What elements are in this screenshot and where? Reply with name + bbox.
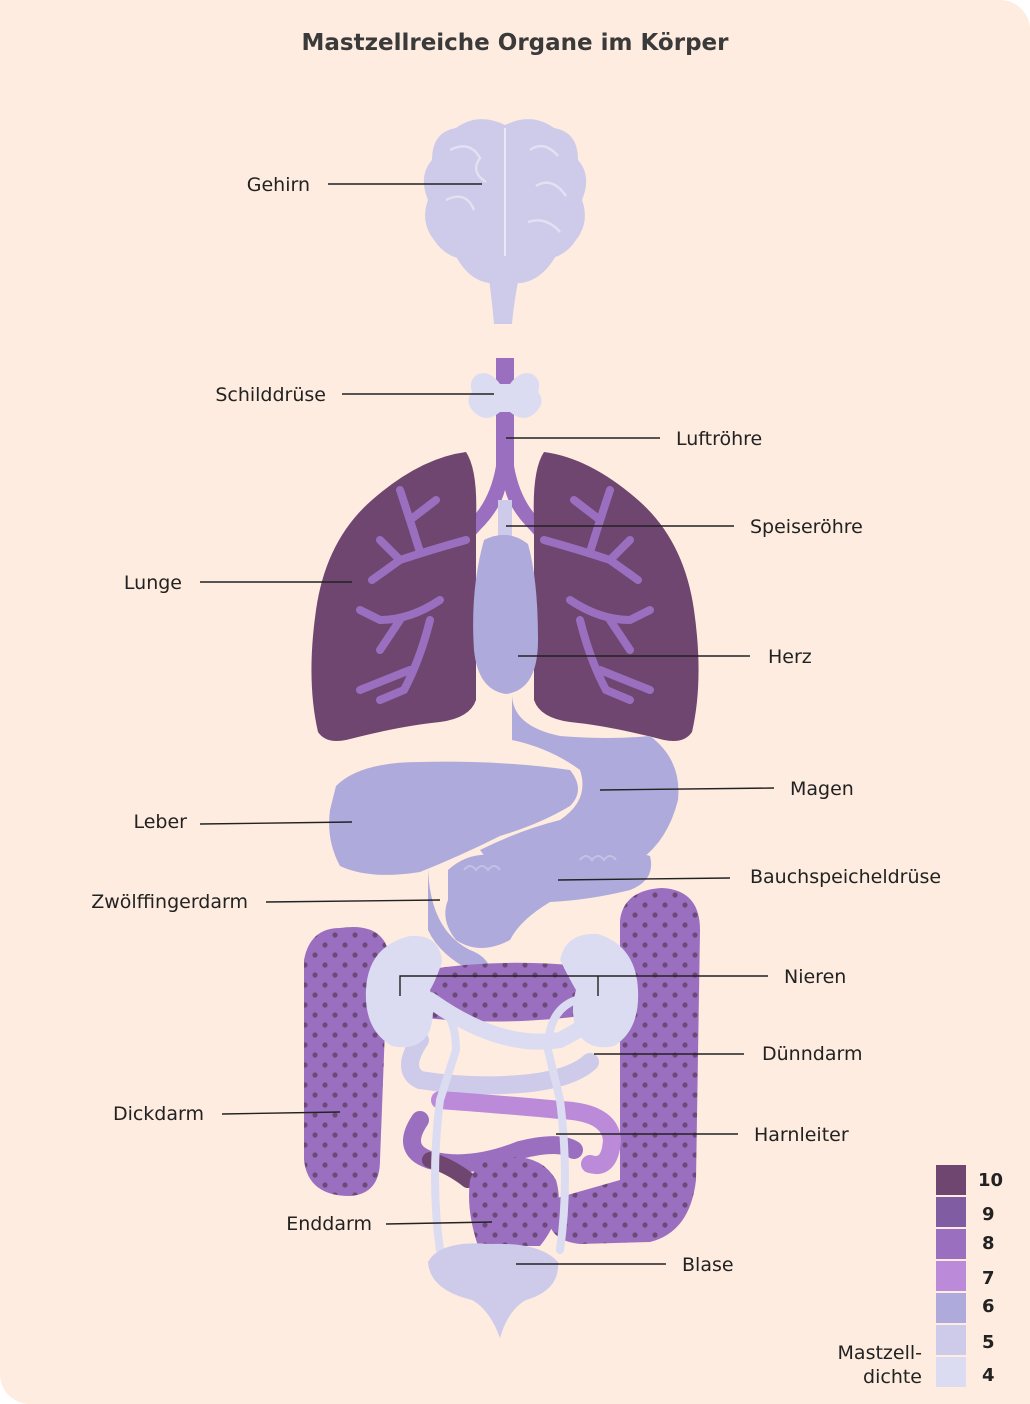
organ-blase (428, 1243, 558, 1338)
legend-level-6: 6 (982, 1296, 995, 1317)
legend-swatch-10 (936, 1165, 966, 1195)
label-magen: Magen (790, 778, 854, 800)
legend-title-line1: Mastzell- (838, 1342, 922, 1364)
label-speiseroehre: Speiseröhre (750, 516, 863, 538)
label-dickdarm: Dickdarm (113, 1103, 204, 1125)
legend-swatch-5 (936, 1325, 966, 1355)
label-nieren: Nieren (784, 966, 846, 988)
label-schilddruese: Schilddrüse (215, 384, 326, 406)
organ-gehirn (424, 119, 586, 324)
organ-herz (473, 535, 538, 694)
label-harnleiter: Harnleiter (754, 1124, 849, 1146)
label-enddarm: Enddarm (286, 1213, 372, 1235)
label-duenndarm: Dünndarm (762, 1043, 862, 1065)
label-gehirn: Gehirn (247, 174, 310, 196)
legend-level-5: 5 (982, 1332, 995, 1353)
legend-level-7: 7 (982, 1268, 995, 1289)
label-lunge: Lunge (124, 572, 182, 594)
legend-swatch-4 (936, 1357, 966, 1387)
label-bauchspeicheldruese: Bauchspeicheldrüse (750, 866, 941, 888)
legend-swatch-7 (936, 1261, 966, 1291)
label-herz: Herz (768, 646, 812, 668)
legend-level-4: 4 (982, 1365, 995, 1386)
legend-level-8: 8 (982, 1233, 995, 1254)
legend-swatch-9 (936, 1197, 966, 1227)
label-zwoelffingerdarm: Zwölffingerdarm (91, 891, 248, 913)
legend-swatch-6 (936, 1293, 966, 1323)
legend-title-line2: dichte (863, 1366, 922, 1388)
legend-swatch-8 (936, 1229, 966, 1259)
legend-level-10: 10 (978, 1170, 1003, 1191)
legend-level-9: 9 (982, 1204, 995, 1225)
label-blase: Blase (682, 1254, 734, 1276)
organ-enddarm (469, 1157, 559, 1246)
legend: 10 9 8 7 6 5 4 Mastzell- dichte (838, 1165, 1004, 1388)
label-leber: Leber (133, 811, 187, 833)
label-luftroehre: Luftröhre (676, 428, 762, 450)
